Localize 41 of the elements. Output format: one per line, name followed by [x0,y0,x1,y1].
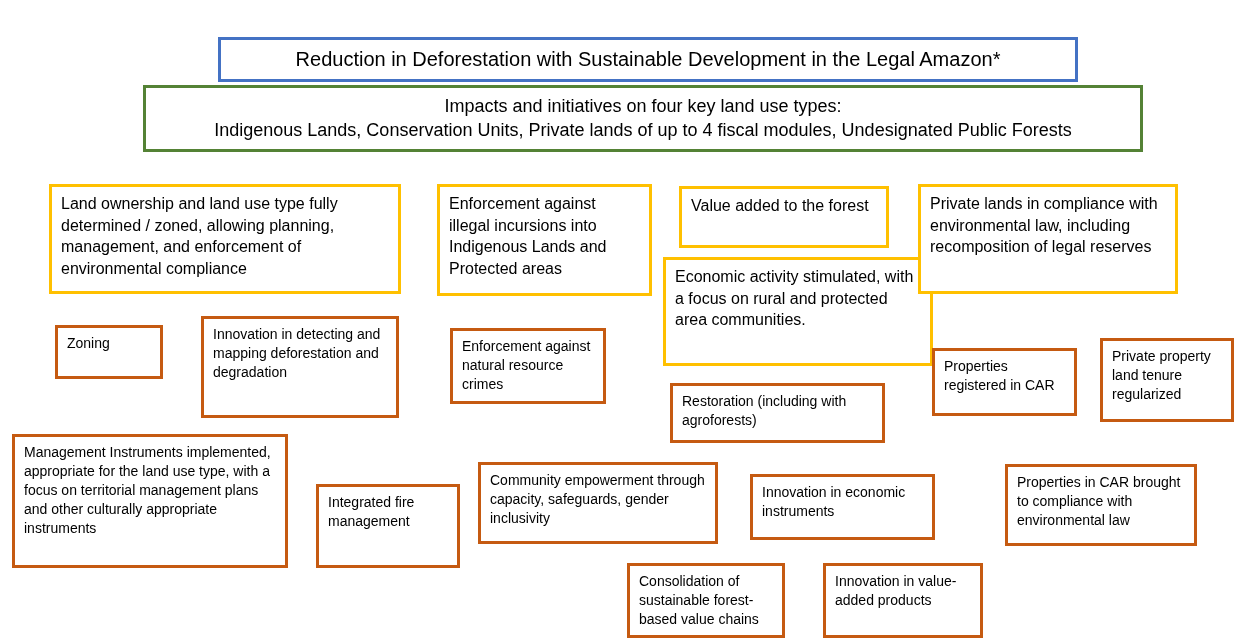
box-text: Enforcement against illegal incursions into Indigenous Lands and Protected areas [449,194,608,279]
initiative-box [750,474,935,540]
outcome-box [679,186,889,248]
box-text: Consolidation of sustainable forest-based value chains [639,572,760,629]
initiative-box [450,328,606,404]
box-text: Land ownership and land use type fully determined / zoned, allowing planning, management, and enforcement of environmental compliance [61,194,339,279]
box-text: Private lands in compliance with environmental law, including recomposition of legal reserves [930,194,1159,258]
initiative-box [55,325,163,379]
initiative-box [1005,464,1197,546]
initiative-box [932,348,1077,416]
heading-text: Reduction in Deforestation with Sustainable Development in the Legal Amazon* [294,47,1002,72]
box-text: Management Instruments implemented, appropriate for the land use type, with a focus on territorial management plans and other culturally appropriate instruments [24,443,272,538]
box-text: Community empowerment through capacity, safeguards, gender inclusivity [490,471,706,528]
box-text: Innovation in economic instruments [762,483,907,521]
initiative-box [201,316,399,418]
box-text: Innovation in value-added products [835,572,958,610]
outcome-box [918,184,1178,294]
box-text: Private property land tenure regularized [1112,347,1212,404]
box-text: Properties registered in CAR [944,357,1056,395]
outcome-box [49,184,401,294]
initiative-box [670,383,885,443]
initiative-box [823,563,983,638]
outcome-box [663,257,933,366]
initiative-box [316,484,460,568]
heading-text: Impacts and initiatives on four key land use types: [443,95,843,118]
box-text: Value added to the forest [691,196,870,216]
box-text: Properties in CAR brought to compliance with environmental law [1017,473,1182,530]
box-text: Innovation in detecting and mapping deforestation and degradation [213,325,382,382]
box-text: Restoration (including with agroforests) [682,392,848,430]
body-text: Indigenous Lands, Conservation Units, Private lands of up to 4 fiscal modules, Undesignated Public Forests [213,119,1073,143]
initiative-box [627,563,785,638]
box-text: Economic activity stimulated, with a focus on rural and protected area communities. [675,267,915,331]
box-text: Enforcement against natural resource crimes [462,337,592,394]
goal-box [218,37,1078,82]
box-text: Integrated fire management [328,493,416,531]
initiative-box [478,462,718,544]
initiative-box [12,434,288,568]
initiative-box [1100,338,1234,422]
scope-box [143,85,1143,152]
outcome-box [437,184,652,296]
box-text: Zoning [67,334,111,353]
